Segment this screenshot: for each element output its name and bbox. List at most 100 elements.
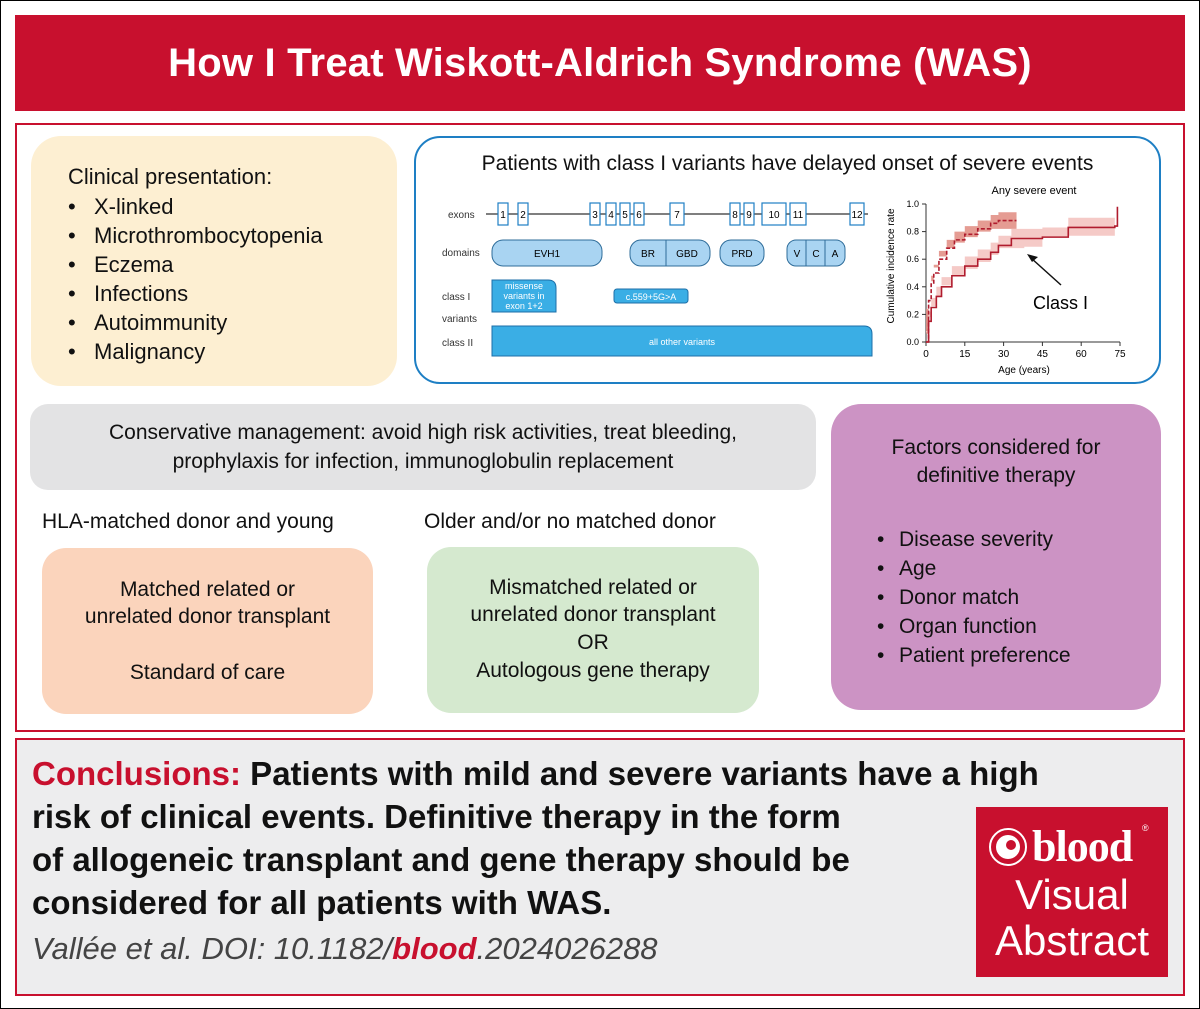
exon-box: [729, 202, 741, 226]
exon-label: 6: [636, 210, 642, 221]
series-line: [926, 219, 1017, 343]
domain-prd-label: PRD: [731, 249, 752, 260]
x-tick-label: 15: [959, 349, 971, 360]
clinical-header: Clinical presentation:: [68, 164, 273, 189]
y-tick-label: 0.8: [906, 227, 919, 237]
clinical-list: •X-linked •Microthrombocytopenia •Eczema…: [68, 192, 323, 366]
list-item: •Organ function: [877, 615, 1037, 638]
older-label: Older and/or no matched donor: [424, 510, 716, 533]
class1-missense-box: [491, 279, 557, 313]
class1-missense-label: variants in: [503, 291, 544, 301]
exon-box: [589, 202, 601, 226]
exon-box: [761, 202, 787, 226]
row-label-class1: class I: [442, 292, 470, 303]
exon-label: 5: [622, 210, 628, 221]
list-item: •Microthrombocytopenia: [68, 223, 323, 248]
matched-transplant-box: Matched related or unrelated donor trans…: [42, 548, 373, 714]
orange-line: Matched related or: [119, 578, 296, 601]
confidence-bands: [926, 204, 1118, 342]
confidence-band: [926, 212, 1017, 342]
exon-label: 12: [851, 210, 863, 221]
domain-c-label: C: [812, 249, 819, 260]
x-tick-label: 45: [1037, 349, 1049, 360]
series-line: [926, 206, 1119, 343]
blood-logo: blood ® Visual Abstract: [976, 807, 1168, 977]
domain-v-label: V: [794, 249, 801, 260]
annotation-arrowhead: [1027, 254, 1038, 262]
class1-splice-box: [613, 288, 689, 304]
class1-missense-label: exon 1+2: [505, 301, 542, 311]
list-item: •Disease severity: [877, 528, 1054, 551]
exon-label: 3: [592, 210, 598, 221]
list-item: •Infections: [68, 281, 189, 306]
orange-line: unrelated donor transplant: [84, 605, 331, 628]
annotation-arrow: [1030, 257, 1062, 286]
chart-title: Any severe event: [992, 185, 1077, 197]
exon-label: 4: [608, 210, 614, 221]
main-panel: [15, 123, 1185, 732]
page-title: How I Treat Wiskott-Aldrich Syndrome (WA…: [168, 40, 1032, 85]
x-tick-label: 75: [1114, 349, 1126, 360]
domain-prd: [719, 239, 765, 267]
confidence-band: [926, 204, 1118, 342]
series-lines: [926, 206, 1119, 343]
list-item: •Autoimmunity: [68, 310, 228, 335]
blood-wordmark: blood: [1032, 822, 1133, 871]
x-tick-label: 60: [1076, 349, 1088, 360]
factors-list: •Disease severity •Age •Donor match •Org…: [877, 525, 1071, 670]
logo-visual: Visual: [1015, 871, 1129, 918]
exon-box: [633, 202, 645, 226]
x-tick-label: 0: [923, 349, 929, 360]
domain-br-label: BR: [641, 249, 655, 260]
exon-box: [605, 202, 617, 226]
title-banner: How I Treat Wiskott-Aldrich Syndrome (WA…: [15, 15, 1185, 111]
logo-abstract: Abstract: [994, 917, 1150, 964]
list-item: •Patient preference: [877, 644, 1071, 667]
exon-box: [619, 202, 631, 226]
domain-a-label: A: [832, 249, 839, 260]
y-tick-label: 0.6: [906, 254, 919, 264]
domain-evh1-label: EVH1: [534, 249, 561, 260]
conservative-text: Conservative management: avoid high risk…: [109, 421, 737, 473]
clinical-presentation-box: Clinical presentation: •X-linked •Microt…: [31, 136, 397, 386]
domain-br-gbd: [629, 239, 711, 267]
x-tick-label: 30: [998, 349, 1010, 360]
x-axis-label: Age (years): [998, 365, 1050, 376]
y-tick-label: 0.4: [906, 282, 919, 292]
y-tick-label: 1.0: [906, 199, 919, 209]
variants-figure: exons domains class I variants class II …: [442, 185, 1126, 376]
exon-label: 2: [520, 210, 526, 221]
row-label-exons: exons: [448, 210, 475, 221]
exon-box: [743, 202, 755, 226]
class1-missense-label: missense: [505, 281, 543, 291]
variants-panel: Patients with class I variants have dela…: [414, 136, 1161, 384]
conclusions-text: Conclusions: Patients with mild and seve…: [32, 755, 1039, 921]
class2-box: [491, 325, 873, 357]
hla-matched-label: HLA-matched donor and young: [42, 510, 334, 533]
mismatched-transplant-box: Mismatched related or unrelated donor tr…: [427, 547, 759, 713]
exon-label: 7: [674, 210, 680, 221]
society-seal-icon: [989, 828, 1027, 866]
conservative-management-box: Conservative management: avoid high risk…: [30, 404, 816, 490]
exon-box: [669, 202, 685, 226]
y-tick-label: 0.2: [906, 309, 919, 319]
list-item: •Age: [877, 557, 937, 580]
list-item: •Malignancy: [68, 339, 206, 364]
factors-box: Factors considered for definitive therap…: [831, 404, 1161, 710]
green-line: Autologous gene therapy: [476, 659, 710, 682]
exon-box: [849, 202, 865, 226]
list-item: •X-linked: [68, 194, 174, 219]
green-line: Mismatched related or: [489, 576, 697, 599]
citation-journal: blood: [392, 931, 477, 966]
exon-label: 1: [500, 210, 506, 221]
class1-splice-label: c.559+5G>A: [626, 292, 677, 302]
green-line: OR: [577, 631, 609, 654]
factors-header: Factors considered for definitive therap…: [891, 436, 1101, 487]
domain-vca: [786, 239, 846, 267]
row-label-class2: class II: [442, 338, 473, 349]
exon-label: 9: [746, 210, 752, 221]
exon-box: [517, 202, 529, 226]
class2-label: all other variants: [649, 337, 716, 347]
row-label-domains: domains: [442, 248, 480, 259]
